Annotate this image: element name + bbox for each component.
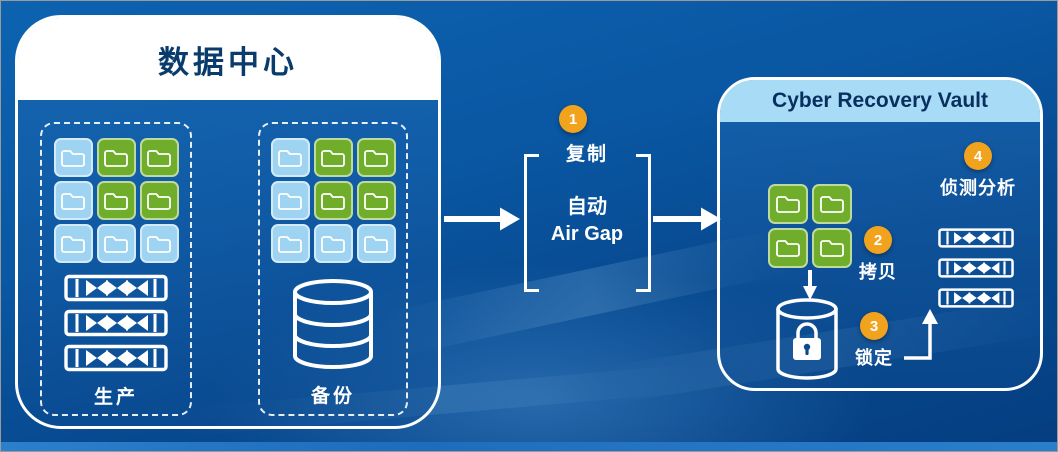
datacenter-header: 数据中心: [18, 18, 438, 100]
folder-icon: [812, 184, 852, 224]
folder-icon: [356, 138, 396, 177]
arrow-airgap-to-vault: [653, 207, 721, 231]
folder-icon: [768, 228, 808, 268]
airgap-label: 自动 Air Gap: [523, 194, 651, 248]
step-number: 2: [873, 231, 883, 249]
airgap-bracket-left-icon: [524, 154, 539, 292]
airgap-line2: Air Gap: [550, 223, 624, 245]
folder-icon: [96, 138, 136, 177]
folder-icon: [270, 138, 310, 177]
folder-icon: [53, 138, 93, 177]
production-tape-stack: [61, 274, 171, 372]
copy-label: 拷贝: [859, 262, 897, 282]
folder-icon: [96, 181, 136, 220]
step-3-badge: 3: [860, 312, 888, 340]
arrow-lock-to-tapes: [904, 309, 938, 360]
folder-icon: [313, 181, 353, 220]
folder-icon: [53, 224, 93, 263]
tape-storage-icon: [938, 226, 1014, 250]
arrow-datacenter-to-airgap: [444, 207, 520, 231]
vault-folder-grid: [768, 184, 852, 268]
lock-label: 锁定: [855, 348, 893, 368]
folder-icon: [313, 224, 353, 263]
step-1-badge: 1: [559, 105, 587, 133]
folder-icon: [356, 224, 396, 263]
folder-icon: [313, 138, 353, 177]
analysis-label: 侦测分析: [940, 178, 1016, 198]
folder-icon: [139, 224, 179, 263]
vault-panel: Cyber Recovery Vault 2 拷贝 3 锁定: [717, 77, 1043, 391]
backup-group: 备份: [258, 122, 408, 416]
tape-storage-icon: [61, 274, 171, 302]
folder-icon: [53, 181, 93, 220]
arrow-folders-to-locked-storage: [803, 270, 817, 300]
folder-icon: [356, 181, 396, 220]
locked-database-icon: [774, 298, 840, 382]
backup-label: 备份: [310, 386, 355, 407]
vault-header: Cyber Recovery Vault: [720, 80, 1040, 122]
folder-icon: [768, 184, 808, 224]
vault-title: Cyber Recovery Vault: [772, 89, 988, 112]
datacenter-title: 数据中心: [158, 44, 298, 80]
folder-icon: [812, 228, 852, 268]
airgap-line1: 自动: [567, 196, 607, 218]
step-2-badge: 2: [864, 226, 892, 254]
folder-icon: [139, 181, 179, 220]
tape-storage-icon: [938, 286, 1014, 310]
folder-icon: [96, 224, 136, 263]
airgap-bracket-right-icon: [636, 154, 651, 292]
production-label: 生产: [93, 387, 138, 408]
database-icon: [291, 279, 375, 371]
folder-icon: [270, 224, 310, 263]
replicate-label: 复制: [565, 144, 608, 165]
step-number: 3: [869, 317, 879, 335]
production-folder-grid: [53, 138, 179, 263]
step-number: 4: [973, 147, 983, 165]
folder-icon: [270, 181, 310, 220]
backup-folder-grid: [270, 138, 396, 263]
folder-icon: [139, 138, 179, 177]
tape-storage-icon: [61, 344, 171, 372]
background-bottom-strip: [1, 442, 1057, 451]
tape-storage-icon: [938, 256, 1014, 280]
production-group: 生产: [40, 122, 192, 416]
step-number: 1: [568, 110, 578, 128]
tape-storage-icon: [61, 309, 171, 337]
step-4-badge: 4: [964, 142, 992, 170]
datacenter-panel: 数据中心 生产 备份: [15, 15, 441, 429]
vault-tape-stack: [938, 226, 1014, 310]
